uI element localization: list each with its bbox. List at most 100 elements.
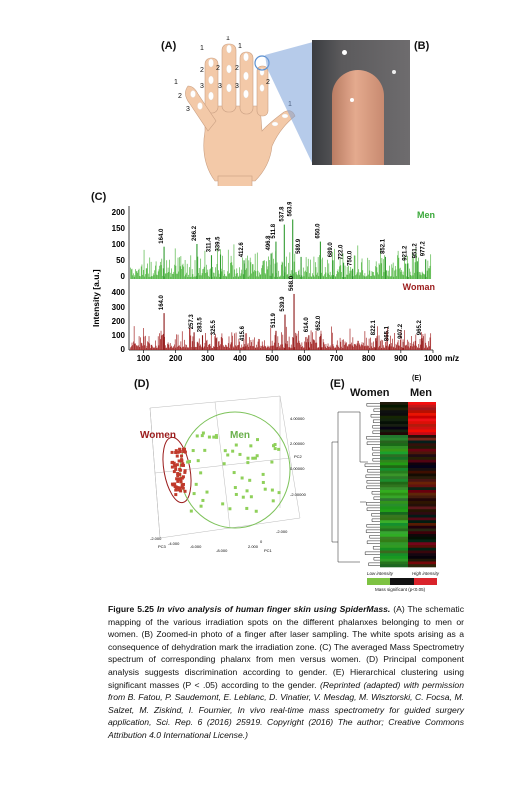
pca-men-point: [205, 490, 209, 494]
women-peak-label: 907.2: [398, 323, 404, 339]
heatmap-women-cell: [380, 525, 408, 529]
pca-women-point: [174, 464, 178, 468]
heatmap-color-scale: [367, 578, 437, 585]
men-peak-label: 537.8: [279, 206, 285, 222]
spectrum-xtick: 900: [394, 354, 408, 363]
pca-men-point: [245, 506, 249, 510]
pca-women-point: [170, 465, 174, 469]
heatmap-women-cell: [380, 528, 408, 532]
pca-men-point: [251, 456, 255, 460]
spectrum-xtick: 100: [137, 354, 151, 363]
pca-men-point: [261, 472, 265, 476]
heatmap-chart: [331, 402, 436, 568]
heatmap-women-cell: [380, 473, 408, 477]
men-peak-label: 412.6: [239, 242, 245, 258]
heatmap-men-cell: [408, 470, 436, 474]
spectrum-xtick: 700: [330, 354, 344, 363]
pca-women-point: [172, 461, 176, 465]
spectrum-xtick: 300: [201, 354, 215, 363]
heatmap-women-cell: [380, 556, 408, 560]
pca-women-point: [183, 447, 187, 451]
zoom-connector: [265, 42, 313, 165]
heatmap-women-cell: [380, 462, 408, 466]
heatmap-women-cell: [380, 512, 408, 516]
women-series-label: Woman: [403, 282, 435, 292]
pca-men-point: [249, 444, 253, 448]
hand-number: 2: [178, 93, 182, 100]
pca-women-point: [176, 479, 180, 483]
panel-label-a: (A): [161, 40, 177, 52]
pca-men-point: [201, 498, 205, 502]
heatmap-women-cell: [380, 564, 408, 568]
pca-tick: 0.00000: [290, 466, 305, 471]
heatmap-women-cell: [380, 536, 408, 540]
men-peak-label: 563.9: [288, 202, 294, 217]
heatmap-women-cell: [380, 479, 408, 483]
heatmap-women-cell: [380, 413, 408, 417]
heatmap-women-cell: [380, 457, 408, 461]
women-peak-label: 164.0: [159, 294, 165, 310]
pca-women-point: [179, 478, 183, 482]
men-ytick: 50: [116, 256, 125, 265]
heatmap-women-cell: [380, 547, 408, 551]
heatmap-women-cell: [380, 435, 408, 439]
men-ytick: 200: [112, 208, 126, 217]
pca-women-point: [181, 475, 185, 479]
pca-women-point: [177, 477, 181, 481]
pca-women-point: [183, 449, 187, 453]
women-ytick: 0: [121, 345, 126, 354]
spectrum-xtick: 200: [169, 354, 183, 363]
pca-men-point: [191, 449, 195, 453]
heatmap-women-cell: [380, 440, 408, 444]
pca-women-point: [172, 470, 176, 474]
pca-women-point: [178, 467, 182, 471]
men-peak-label: 951.2: [412, 243, 418, 259]
pca-women-point: [175, 463, 179, 467]
pca-women-point: [174, 467, 178, 471]
hand-schematic: 1 2 3 1 2 3 1 2 3 1 2 3 2 1: [174, 36, 296, 186]
men-ytick: 100: [112, 240, 126, 249]
pca-men-point: [256, 438, 260, 442]
heatmap-men-cell: [408, 501, 436, 505]
heatmap-men-cell: [408, 407, 436, 411]
heatmap-women-cell: [380, 509, 408, 513]
heatmap-women-cell: [380, 454, 408, 458]
heatmap-women-cell: [380, 448, 408, 452]
women-peak-label: 539.9: [280, 296, 286, 312]
pca-men-point: [234, 443, 238, 447]
heatmap-men-cell: [408, 448, 436, 452]
women-peak-label: 822.1: [371, 320, 377, 336]
spectrum-xtick: 500: [265, 354, 279, 363]
heatmap-men-cell: [408, 514, 436, 518]
heatmap-women-cell: [380, 558, 408, 562]
men-peak-label: 689.0: [328, 242, 334, 258]
pca-men-point: [212, 435, 216, 439]
panel-label-e: (E): [330, 378, 345, 390]
hand-number: 3: [200, 83, 204, 90]
pca-tick: -8.000: [216, 548, 228, 553]
women-peak-label: 965.2: [417, 320, 423, 336]
pca-men-point: [233, 486, 237, 490]
heatmap-women-cell: [380, 539, 408, 543]
pca-women-point: [183, 469, 187, 473]
pca-men-point: [249, 495, 253, 499]
hand-number: 3: [186, 106, 190, 113]
figure-caption: Figure 5.25 In vivo analysis of human fi…: [108, 603, 464, 742]
women-peak-label: 614.0: [304, 317, 310, 333]
heatmap-women-cell: [380, 418, 408, 422]
hand-number: 2: [235, 65, 239, 72]
panel-label-c: (C): [91, 191, 107, 203]
heatmap-men-cell: [408, 454, 436, 458]
pca-women-point: [183, 489, 187, 493]
heatmap-women-cell: [380, 487, 408, 491]
heatmap-men-label: Men: [410, 387, 432, 399]
heatmap-men-cell: [408, 459, 436, 463]
pca-men-point: [223, 449, 227, 453]
pca-men-point: [270, 460, 274, 464]
pca-women-point: [176, 486, 180, 490]
pca-men-point: [241, 495, 245, 499]
pca-men-point: [246, 456, 250, 460]
heatmap-women-cell: [380, 514, 408, 518]
heatmap-women-cell: [380, 542, 408, 546]
heatmap-men-cell: [408, 468, 436, 472]
